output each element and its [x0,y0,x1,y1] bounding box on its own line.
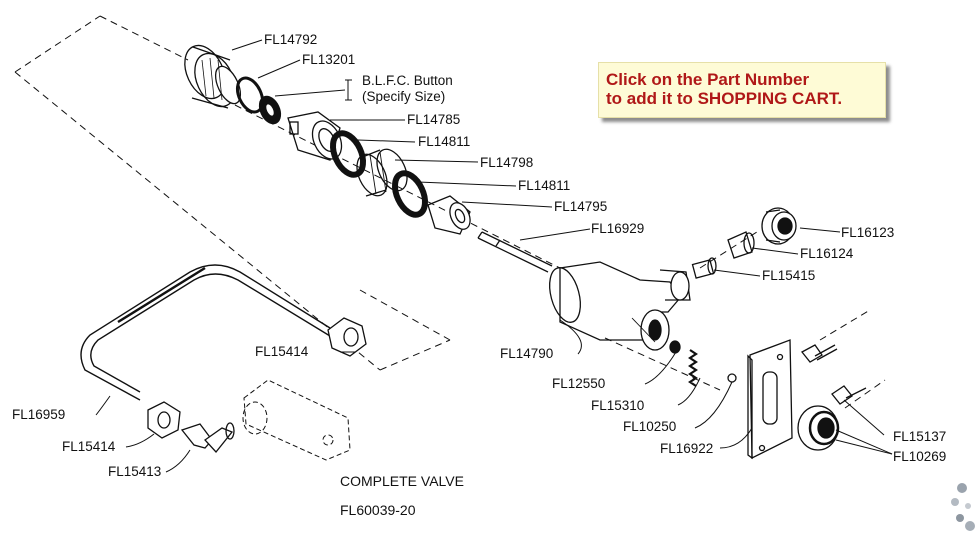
part-link-fl16124[interactable]: FL16124 [800,246,854,261]
part-fl14811-a [329,130,367,178]
shopping-cart-callout: Click on the Part Number to add it to SH… [598,62,886,118]
part-fl16123 [761,207,797,245]
part-link-fl16123[interactable]: FL16123 [841,225,895,240]
part-link-fl14785[interactable]: FL14785 [407,112,461,127]
part-fl14792 [184,44,242,109]
part-fl10250 [727,373,737,383]
part-link-fl16959[interactable]: FL16959 [12,407,66,422]
part-link-fl14798[interactable]: FL14798 [480,155,534,170]
part-fl13201 [235,76,282,125]
part-link-fl12550[interactable]: FL12550 [552,376,606,391]
bubbles-logo-icon [951,483,975,531]
part-fl15415 [691,257,717,279]
part-link-fl10269[interactable]: FL10269 [893,449,947,464]
part-fl15413 [180,422,235,453]
part-fl16929 [477,231,553,273]
part-fl14790 [549,261,691,351]
part-fl16124 [727,231,755,259]
leader-lines [95,39,893,473]
part-fl15137 [801,344,867,405]
callout-line-2: to add it to SHOPPING CART. [606,89,843,108]
part-fl15310 [688,349,698,387]
part-link-fl14790[interactable]: FL14790 [500,346,554,361]
part-fl12550 [669,340,681,354]
part-link-fl14811-a[interactable]: FL14811 [418,134,471,149]
part-link-fl15137[interactable]: FL15137 [893,429,947,444]
part-fl14795 [427,195,471,235]
complete-valve-part-link[interactable]: FL60039-20 [340,502,416,518]
part-link-fl15310[interactable]: FL15310 [591,398,645,413]
part-fl14811-b [391,170,429,218]
part-fl16959 [80,264,331,401]
part-link-fl16929[interactable]: FL16929 [591,221,645,236]
blfc-note-line-1: B.L.F.C. Button [362,73,453,88]
part-fl16922 [747,339,793,460]
part-fl10269 [797,405,840,451]
part-link-fl14795[interactable]: FL14795 [554,199,608,214]
part-fl15414-a [327,317,367,357]
callout-line-1: Click on the Part Number [606,70,810,89]
part-fl15414-b [147,401,181,439]
part-link-fl15414-a[interactable]: FL15414 [255,344,309,359]
part-fl14798 [356,148,408,197]
part-link-fl15413[interactable]: FL15413 [108,464,162,479]
part-link-fl13201[interactable]: FL13201 [302,52,356,67]
part-link-fl15415[interactable]: FL15415 [762,268,816,283]
part-link-fl14811-b[interactable]: FL14811 [518,178,571,193]
part-link-fl15414-b[interactable]: FL15414 [62,439,116,454]
part-link-fl10250[interactable]: FL10250 [623,419,677,434]
part-link-fl16922[interactable]: FL16922 [660,441,714,456]
part-link-fl14792[interactable]: FL14792 [264,32,318,47]
complete-valve-title: COMPLETE VALVE [340,473,464,489]
blfc-note-line-2: (Specify Size) [362,89,446,104]
ghost-valve-body [242,379,351,461]
